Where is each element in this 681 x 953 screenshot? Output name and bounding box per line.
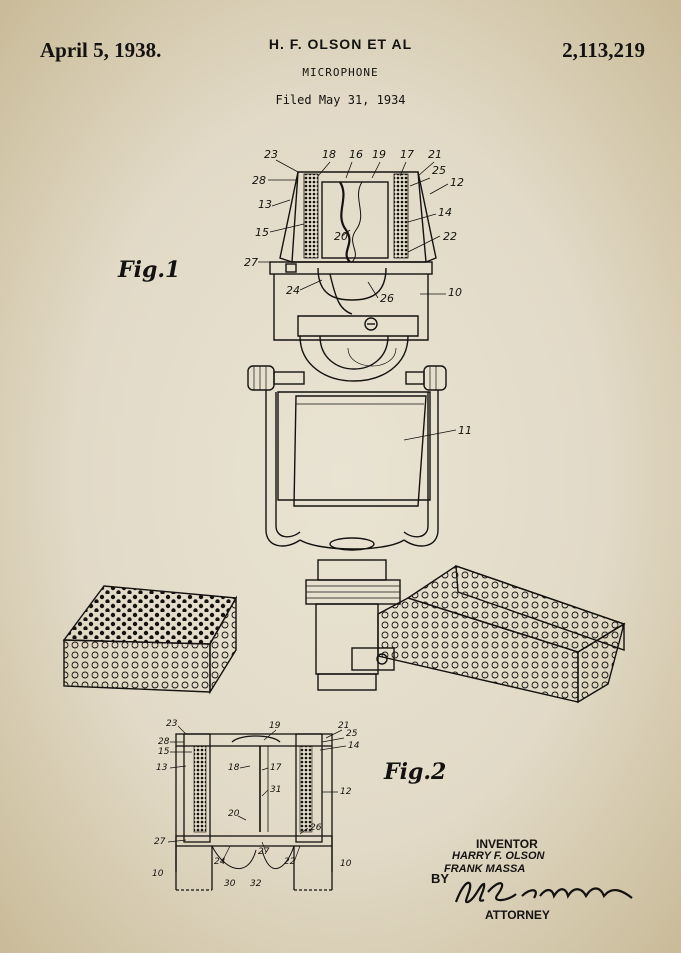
- svg-text:12: 12: [340, 787, 352, 797]
- patent-date: April 5, 1938.: [40, 38, 162, 62]
- svg-text:18: 18: [322, 148, 336, 161]
- svg-text:22: 22: [443, 230, 457, 243]
- inventor-names: H. F. OLSON ET AL: [268, 36, 413, 52]
- fig2-leader-lines: [167, 725, 347, 863]
- svg-text:27: 27: [258, 847, 270, 857]
- svg-text:21: 21: [428, 148, 442, 161]
- svg-text:23: 23: [166, 719, 178, 729]
- svg-text:15: 15: [158, 747, 170, 757]
- svg-text:26: 26: [310, 823, 322, 833]
- fig1-reference-numerals: 23 18 16 19 17 21 28 25 12 13 14 15 20 2…: [244, 148, 472, 437]
- svg-text:31: 31: [270, 785, 281, 795]
- figure-1-label: Fig.1: [118, 257, 181, 283]
- svg-text:24: 24: [286, 284, 300, 297]
- svg-text:19: 19: [372, 148, 386, 161]
- attorney-signature: [454, 881, 633, 904]
- by-label: BY: [431, 871, 450, 886]
- svg-text:13: 13: [258, 198, 272, 211]
- svg-text:25: 25: [432, 164, 446, 177]
- svg-text:10: 10: [340, 859, 352, 869]
- grille-cover-left: [62, 585, 238, 695]
- svg-text:14: 14: [438, 206, 452, 219]
- svg-text:10: 10: [448, 286, 462, 299]
- svg-text:20: 20: [228, 809, 240, 819]
- svg-text:18: 18: [228, 763, 240, 773]
- attorney-label: ATTORNEY: [485, 908, 550, 922]
- svg-text:21: 21: [338, 721, 349, 731]
- inventor-1: HARRY F. OLSON: [452, 850, 545, 862]
- svg-text:27: 27: [154, 837, 166, 847]
- inventor-heading: INVENTOR: [476, 837, 538, 851]
- microphone-fig1-drawing: [247, 171, 447, 691]
- svg-text:30: 30: [224, 879, 236, 889]
- filed-date: Filed May 31, 1934: [275, 93, 406, 107]
- svg-text:16: 16: [349, 148, 363, 161]
- fig1-leader-lines: [258, 159, 457, 441]
- svg-text:15: 15: [255, 226, 269, 239]
- fig2-reference-numerals: 23 19 21 28 25 15 14 13 18 17 12 31 20 2…: [152, 719, 360, 889]
- svg-text:13: 13: [156, 763, 168, 773]
- svg-text:14: 14: [348, 741, 360, 751]
- svg-text:22: 22: [284, 857, 296, 867]
- svg-text:27: 27: [244, 256, 258, 269]
- grille-cover-right: [377, 564, 626, 704]
- svg-text:28: 28: [158, 737, 170, 747]
- svg-text:17: 17: [270, 763, 282, 773]
- svg-text:20: 20: [334, 230, 348, 243]
- patent-title: MICROPHONE: [302, 66, 379, 79]
- figure-2-label: Fig.2: [384, 759, 447, 785]
- svg-text:11: 11: [458, 424, 472, 437]
- patent-number: 2,113,219: [562, 38, 645, 62]
- svg-text:23: 23: [264, 148, 278, 161]
- svg-text:19: 19: [269, 721, 281, 731]
- svg-text:26: 26: [380, 292, 394, 305]
- svg-text:28: 28: [252, 174, 266, 187]
- svg-text:12: 12: [450, 176, 464, 189]
- svg-text:24: 24: [214, 857, 226, 867]
- svg-text:25: 25: [346, 729, 358, 739]
- svg-text:17: 17: [400, 148, 414, 161]
- svg-text:32: 32: [250, 879, 262, 889]
- svg-text:10: 10: [152, 869, 164, 879]
- microphone-fig2-drawing: [175, 733, 333, 891]
- inventor-2: FRANK MASSA: [444, 863, 526, 875]
